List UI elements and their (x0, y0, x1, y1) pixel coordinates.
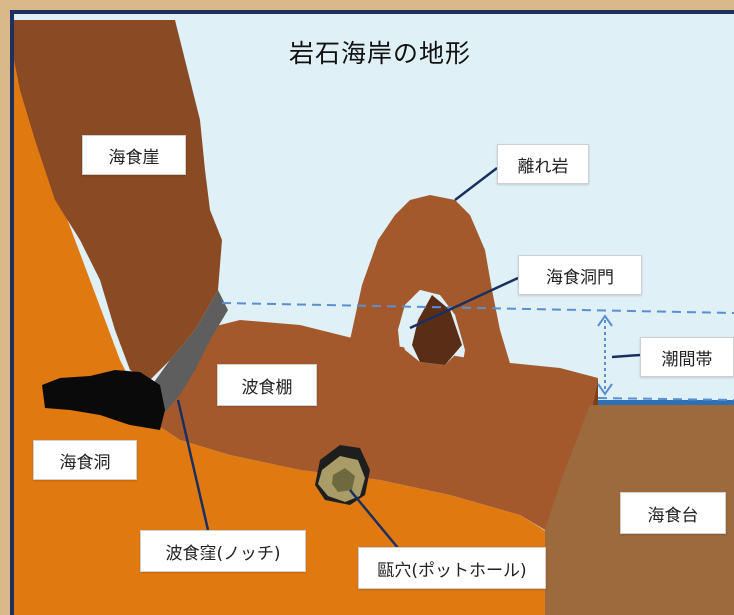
label-intertidal-zone: 潮間帯 (640, 337, 734, 377)
label-sea-cave: 海食洞 (33, 440, 137, 480)
diagram-frame (10, 10, 734, 615)
sea-cliff-shape (14, 20, 222, 380)
leader-sea-arch (409, 276, 519, 330)
sea-arch-shape (345, 195, 522, 406)
intertidal-arrow-up-icon (597, 314, 613, 327)
leader-pothole (349, 489, 399, 549)
label-pothole: 甌穴(ポットホール) (358, 547, 546, 589)
label-marine-terrace: 海食台 (620, 492, 726, 534)
leader-intertidal (611, 353, 641, 359)
label-sea-cliff: 海食崖 (82, 135, 186, 175)
leader-stack (454, 167, 498, 201)
pothole-center (332, 468, 355, 492)
arch-shadow (412, 295, 462, 365)
low-tide-line (597, 397, 734, 401)
intertidal-arrow-down-icon (597, 383, 613, 396)
diagram-title: 岩石海岸の地形 (288, 39, 471, 68)
label-notch: 波食窪(ノッチ) (140, 530, 306, 572)
sea-cave-shape (42, 370, 165, 430)
high-tide-line (221, 302, 734, 314)
label-wave-cut-platform: 波食棚 (217, 364, 317, 406)
notch-shape (150, 290, 228, 412)
bedrock-ground (14, 60, 560, 615)
leader-notch (176, 399, 210, 531)
label-sea-arch: 海食洞門 (518, 255, 642, 295)
label-stack: 離れ岩 (497, 144, 589, 184)
